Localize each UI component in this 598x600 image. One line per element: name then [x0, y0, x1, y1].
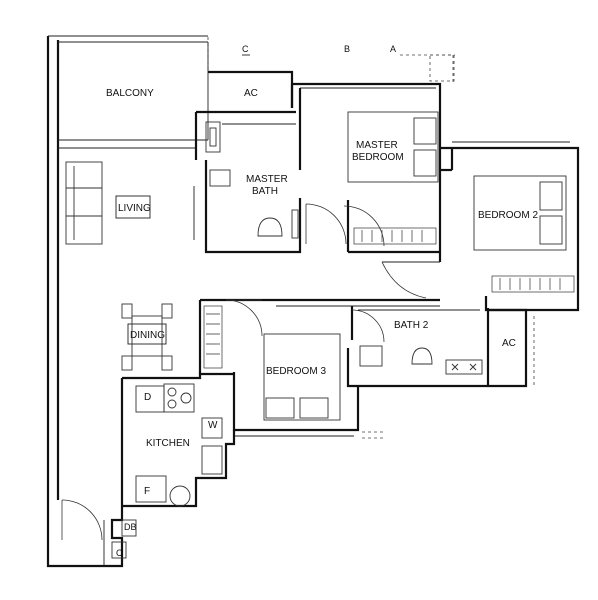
master-wardrobe [353, 227, 437, 245]
section-marker-b: B [344, 44, 350, 54]
bedroom2-bed [473, 175, 567, 251]
label-w: W [208, 420, 218, 431]
label-dining: DINING [130, 330, 165, 341]
label-master-bedroom-2: BEDROOM [352, 152, 404, 163]
bedroom3-wardrobe [203, 305, 223, 369]
section-marker-a: A [390, 44, 396, 54]
label-ac-right: AC [502, 338, 516, 349]
kitchen-cabinet [201, 445, 223, 475]
fridge [135, 475, 167, 503]
vanity [205, 121, 221, 153]
label-master-bath-2: BATH [252, 186, 278, 197]
door-bedroom3 [225, 299, 263, 337]
label-master-bedroom-1: MASTER [356, 140, 398, 151]
label-c: C [116, 548, 123, 558]
label-bath-2: BATH 2 [394, 320, 429, 331]
dining-table [131, 315, 163, 357]
bath2-toilet [411, 347, 433, 365]
door-master-bath [305, 203, 347, 245]
label-d: D [144, 392, 151, 403]
label-f: F [144, 486, 150, 497]
fixtures [65, 54, 575, 559]
bath2-shower [445, 359, 483, 375]
c-box [111, 541, 127, 559]
room-labels: BALCONY AC LIVING MASTER BATH MASTER BED… [106, 88, 538, 558]
sofa [65, 161, 103, 245]
label-ac-top: AC [244, 88, 258, 99]
washer [201, 417, 223, 439]
label-bedroom-2: BEDROOM 2 [478, 210, 538, 221]
sink [209, 169, 231, 187]
label-master-bath-1: MASTER [246, 174, 288, 185]
toilet [257, 217, 283, 237]
label-db: DB [124, 522, 137, 532]
master-bed [347, 111, 439, 183]
hob [163, 383, 195, 413]
door-bedroom2 [381, 261, 427, 299]
dining-label-frame [127, 323, 167, 345]
kitchen-sink [169, 485, 191, 507]
label-kitchen: KITCHEN [146, 438, 190, 449]
living-label-frame [115, 195, 151, 219]
bath2-sink [359, 345, 383, 367]
label-bedroom-3: BEDROOM 3 [266, 366, 326, 377]
doors [61, 203, 427, 541]
main-door [61, 499, 103, 541]
section-marker-c: C [242, 44, 249, 54]
walls [46, 35, 580, 568]
label-living: LIVING [118, 203, 151, 214]
section-markers: C B A [207, 37, 455, 82]
label-balcony: BALCONY [106, 88, 154, 99]
db-box [121, 519, 137, 537]
bedroom2-wardrobe [491, 275, 575, 293]
bedroom3-bed [263, 333, 341, 421]
